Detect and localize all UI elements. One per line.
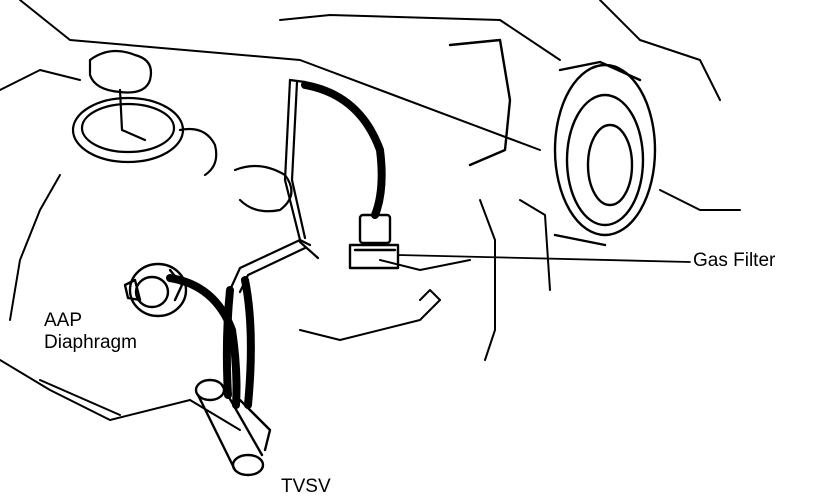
engine-block: [0, 0, 741, 431]
aap-diaphragm: [123, 262, 188, 318]
gas-filter: [348, 213, 691, 270]
label-aap-line2: Diaphragm: [44, 332, 137, 353]
label-tvsv: TVSV: [281, 476, 331, 497]
label-aap-line1: AAP: [44, 310, 83, 331]
hoses: [166, 81, 386, 409]
pulley: [448, 38, 657, 247]
label-aap-diaphragm: AAP Diaphragm: [44, 310, 137, 354]
tvsv-valve: [194, 378, 272, 477]
vacuum-pipe: [228, 78, 320, 294]
label-gas-filter: Gas Filter: [693, 250, 776, 271]
cap-assembly: [71, 49, 293, 213]
